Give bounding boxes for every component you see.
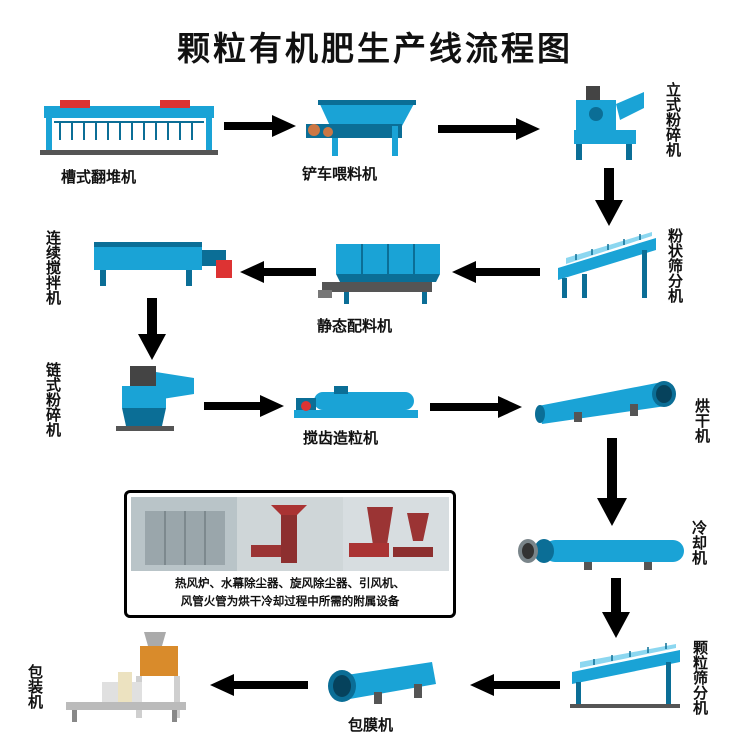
arrow-feeder-to-vertical-crusher: [438, 118, 540, 140]
accessory-equipment-panel: 热风炉、水幕除尘器、旋风除尘器、引风机、 风管火管为烘干冷却过程中所需的附属设备: [124, 490, 456, 618]
batching-machine-image: [318, 244, 440, 304]
accessory-note-line1: 热风炉、水幕除尘器、旋风除尘器、引风机、: [175, 576, 405, 590]
cooler-machine-image: [518, 539, 684, 570]
label-packer: 包装机: [26, 664, 44, 709]
chain-crusher-machine-image: [116, 366, 194, 431]
granulator-machine-image: [294, 386, 418, 418]
arrow-coater-to-packer: [210, 674, 308, 696]
label-granulator: 搅齿造粒机: [303, 429, 379, 447]
label-dryer: 烘干机: [693, 398, 711, 443]
label-vertical-crusher: 立式粉碎机: [664, 82, 682, 157]
arrow-dryer-to-cooler: [597, 438, 627, 526]
label-mixer: 连续搅拌机: [44, 230, 62, 305]
arrow-mixer-to-chain-crusher: [138, 298, 166, 360]
accessory-equipment-photos: [131, 497, 449, 571]
accessory-note-line2: 风管火管为烘干冷却过程中所需的附属设备: [180, 594, 400, 608]
arrow-granule-screen-to-coater: [470, 674, 560, 696]
vertical-crusher-machine-image: [574, 86, 644, 160]
arrow-powder-screen-to-batching: [452, 261, 540, 283]
arrow-vertical-crusher-to-powder-screen: [595, 168, 623, 226]
label-feeder: 铲车喂料机: [302, 165, 378, 183]
powder-screen-machine-image: [558, 232, 656, 298]
arrow-cooler-to-granule-screen: [602, 578, 630, 638]
label-batching: 静态配料机: [317, 317, 393, 335]
dryer-machine-image: [535, 381, 676, 424]
label-coater: 包膜机: [348, 716, 394, 734]
label-granule-screen: 颗粒筛分机: [691, 640, 709, 715]
label-turner: 槽式翻堆机: [61, 168, 137, 186]
packer-machine-image: [66, 632, 186, 722]
arrow-turner-to-feeder: [224, 115, 296, 137]
arrow-granulator-to-dryer: [430, 396, 522, 418]
label-powder-screen: 粉状筛分机: [666, 228, 684, 303]
diagram-title: 颗粒有机肥生产线流程图: [177, 29, 573, 68]
granule-screen-machine-image: [570, 643, 680, 708]
turner-machine-image: [40, 100, 218, 155]
label-cooler: 冷却机: [690, 520, 708, 565]
arrow-batching-to-mixer: [240, 261, 316, 283]
mixer-machine-image: [94, 242, 232, 286]
label-chain-crusher: 链式粉碎机: [44, 362, 62, 437]
coater-machine-image: [328, 662, 436, 704]
feeder-machine-image: [306, 100, 416, 156]
arrow-chain-crusher-to-granulator: [204, 395, 284, 417]
